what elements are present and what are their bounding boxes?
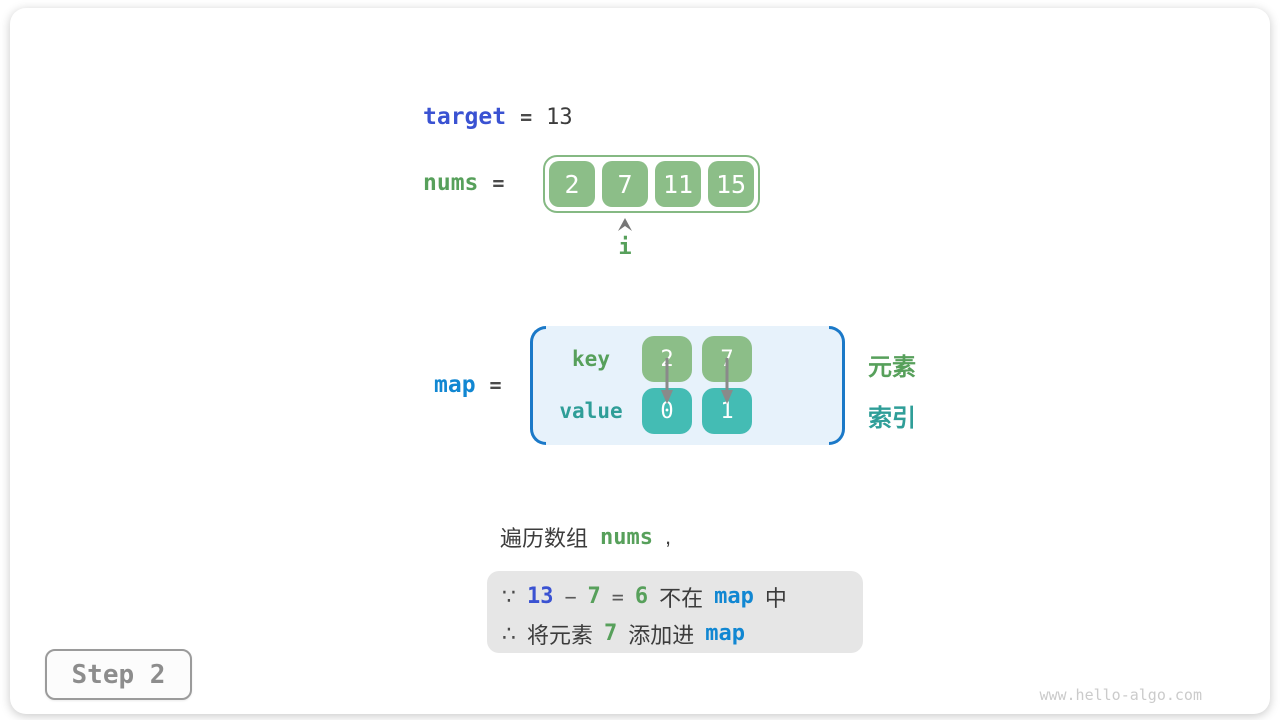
reason-code-map: map: [714, 584, 754, 609]
reason-line-1: ∵ 13 − 7 = 6 不在 map 中: [502, 578, 863, 615]
array-cell: 7: [602, 161, 648, 207]
reason-number: 13: [527, 584, 554, 609]
nums-line-label: nums =: [423, 168, 518, 198]
array-cell: 11: [655, 161, 701, 207]
target-value: 13: [546, 104, 573, 130]
equals-sign: =: [520, 105, 533, 129]
minus-sign: −: [564, 584, 577, 609]
equals-sign: =: [492, 171, 505, 195]
because-symbol: ∵: [502, 583, 516, 609]
index-pointer-arrow-icon: [618, 218, 632, 231]
index-pointer-label: i: [618, 235, 632, 260]
diagram-card: target = 13 nums = 2 7 11 15 i map = key: [10, 8, 1270, 714]
watermark: www.hello-algo.com: [1039, 686, 1202, 704]
reason-number: 7: [604, 621, 618, 646]
equals-sign: =: [489, 373, 502, 397]
map-value-label: value: [559, 399, 623, 423]
therefore-symbol: ∴: [502, 620, 516, 646]
key-to-value-arrow-icon: [721, 358, 733, 404]
equals-sign: =: [611, 584, 624, 609]
reason-box: ∵ 13 − 7 = 6 不在 map 中 ∴ 将元素 7 添加进 map: [487, 571, 863, 653]
map-right-bracket: [829, 326, 845, 445]
caption-line: 遍历数组 nums ,: [500, 521, 671, 553]
map-key-label: key: [572, 347, 610, 371]
map-value-cell: 0: [642, 388, 692, 434]
reason-number: 6: [634, 584, 649, 609]
reason-text: 中: [764, 585, 787, 611]
reason-text: 不在: [659, 585, 704, 611]
reason-line-2: ∴ 将元素 7 添加进 map: [502, 615, 863, 652]
target-line: target = 13: [423, 102, 573, 132]
map-line-label: map =: [434, 370, 516, 400]
key-to-value-arrow-icon: [661, 358, 673, 404]
array-cell: 2: [549, 161, 595, 207]
array-cell: 15: [708, 161, 754, 207]
step-badge: Step 2: [45, 649, 192, 700]
element-side-label: 元素: [868, 354, 916, 381]
caption-comma: ,: [665, 524, 672, 549]
map-container: key value 2 7 0 1: [530, 326, 845, 445]
caption-text: 遍历数组: [500, 526, 589, 551]
reason-code-map: map: [705, 621, 746, 646]
caption-code-nums: nums: [600, 524, 653, 550]
target-variable: target: [423, 104, 507, 130]
reason-text: 将元素: [527, 622, 594, 648]
reason-text: 添加进: [628, 622, 695, 648]
reason-number: 7: [587, 584, 601, 609]
map-variable: map: [434, 372, 476, 398]
map-left-bracket: [530, 326, 546, 445]
map-value-cell: 1: [702, 388, 752, 434]
nums-variable: nums: [423, 170, 479, 196]
index-side-label: 索引: [868, 405, 916, 432]
nums-array: 2 7 11 15: [543, 155, 760, 213]
